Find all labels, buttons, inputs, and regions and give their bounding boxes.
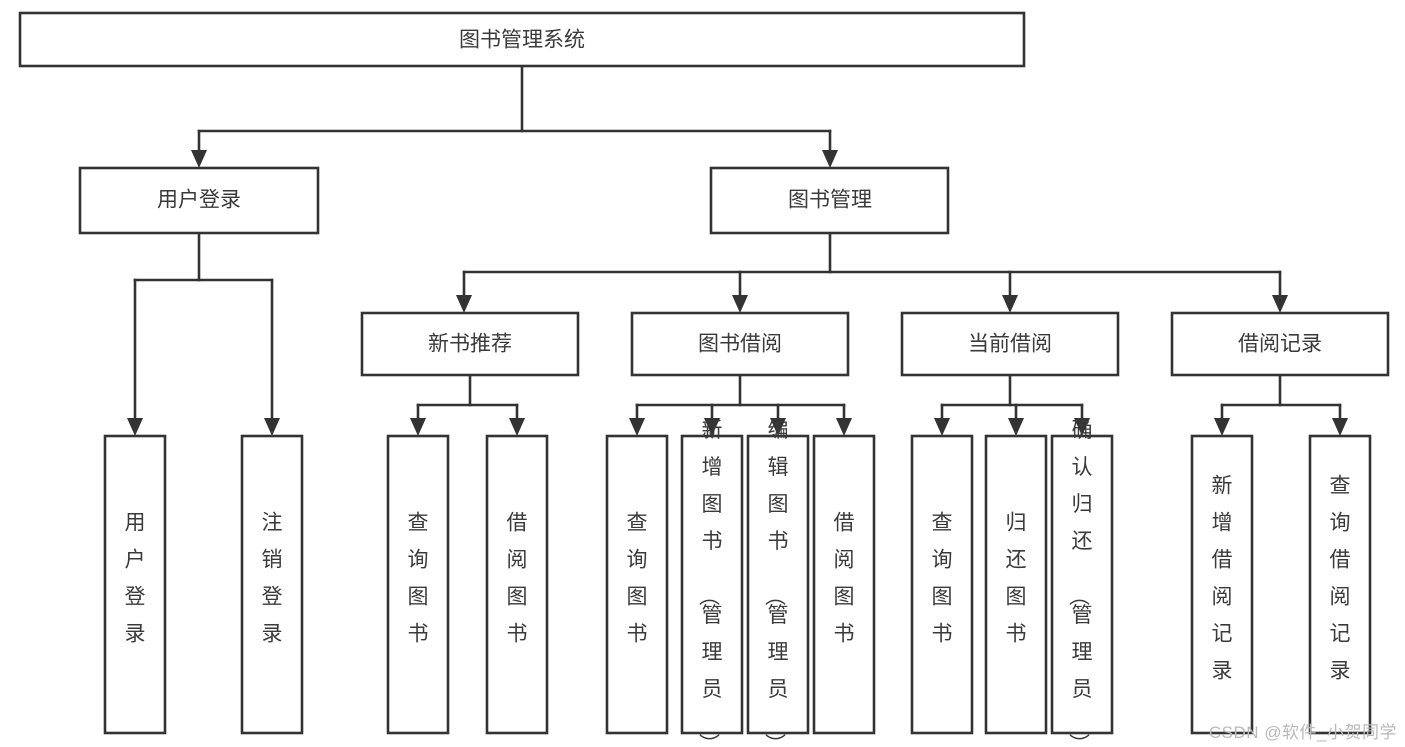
node-current-borrow-label: 当前借阅 [968, 333, 1052, 356]
node-borrow-record[interactable]: 借阅记录 [1170, 311, 1390, 377]
leaf-node-group: 用户登录 注销登录 查询图书 借阅图书 查询图书 新增图书（管理员） [103, 419, 1372, 747]
arrow-leaf-logout-login [264, 418, 280, 436]
arrow-to-user-login [191, 150, 207, 168]
arrow-new-book-rec [456, 295, 472, 313]
leaf-add-book[interactable]: 新增图书（管理员） [680, 419, 744, 747]
leaf-logout-login[interactable]: 注销登录 [240, 434, 304, 735]
node-new-book-rec[interactable]: 新书推荐 [360, 311, 580, 377]
leaf-return-book-label: 归还图书 [1006, 512, 1027, 646]
arrow-leaf-return-book [1008, 418, 1024, 436]
leaf-user-login[interactable]: 用户登录 [103, 434, 167, 735]
node-user-login-box[interactable] [78, 166, 320, 235]
arrow-leaf-user-login [127, 418, 143, 436]
arrow-leaf-query-book-2 [629, 418, 645, 436]
leaf-edit-book-label: 编辑图书（管理员） [763, 419, 789, 747]
leaf-add-book-box[interactable] [680, 434, 744, 735]
leaf-query-record-label: 查询借阅记录 [1330, 475, 1351, 683]
csdn-watermark: CSDN @软件_小贺同学 [1208, 723, 1397, 742]
leaf-borrow-book-1[interactable]: 借阅图书 [485, 434, 549, 735]
node-title-label: 图书管理系统 [459, 29, 585, 52]
leaf-borrow-book-2-box[interactable] [812, 434, 876, 735]
leaf-borrow-book-2-label: 借阅图书 [834, 512, 855, 646]
leaf-confirm-return-label: 确认归还（管理员） [1067, 419, 1093, 747]
node-book-manage-box[interactable] [709, 166, 950, 235]
arrow-to-book-manage [822, 150, 838, 168]
leaf-query-book-1-box[interactable] [386, 434, 450, 735]
node-current-borrow-box[interactable] [900, 311, 1120, 377]
leaf-query-book-2-label: 查询图书 [627, 512, 648, 646]
leaf-query-book-3-box[interactable] [910, 434, 974, 735]
arrow-leaf-query-record [1332, 418, 1348, 436]
leaf-user-login-box[interactable] [103, 434, 167, 735]
leaf-confirm-return[interactable]: 确认归还（管理员） [1050, 419, 1114, 747]
node-user-login[interactable]: 用户登录 [78, 166, 320, 235]
arrow-leaf-add-book [704, 418, 720, 436]
leaf-query-record[interactable]: 查询借阅记录 [1308, 434, 1372, 735]
node-book-borrow-box[interactable] [630, 311, 850, 377]
node-book-borrow-label: 图书借阅 [698, 333, 782, 356]
leaf-confirm-return-box[interactable] [1050, 434, 1114, 735]
node-user-login-label: 用户登录 [157, 189, 241, 212]
node-current-borrow[interactable]: 当前借阅 [900, 311, 1120, 377]
connector-layer [127, 64, 1348, 436]
leaf-query-record-box[interactable] [1308, 434, 1372, 735]
leaf-query-book-1[interactable]: 查询图书 [386, 434, 450, 735]
leaf-borrow-book-1-label: 借阅图书 [507, 512, 528, 646]
leaf-add-record-label: 新增借阅记录 [1212, 475, 1233, 683]
node-book-borrow[interactable]: 图书借阅 [630, 311, 850, 377]
leaf-query-book-3[interactable]: 查询图书 [910, 434, 974, 735]
arrow-leaf-borrow-book-1 [509, 418, 525, 436]
leaf-edit-book[interactable]: 编辑图书（管理员） [746, 419, 810, 747]
arrow-current-borrow [1002, 295, 1018, 313]
leaf-borrow-book-2[interactable]: 借阅图书 [812, 434, 876, 735]
arrow-book-borrow [732, 295, 748, 313]
node-borrow-record-box[interactable] [1170, 311, 1390, 377]
leaf-return-book[interactable]: 归还图书 [984, 434, 1048, 735]
node-new-book-rec-box[interactable] [360, 311, 580, 377]
node-title[interactable]: 图书管理系统 [18, 11, 1026, 68]
leaf-add-record-box[interactable] [1190, 434, 1254, 735]
leaf-query-book-3-label: 查询图书 [932, 512, 953, 646]
leaf-add-book-label: 新增图书（管理员） [697, 419, 723, 747]
leaf-return-book-box[interactable] [984, 434, 1048, 735]
leaf-logout-login-label: 注销登录 [262, 512, 283, 646]
node-borrow-record-label: 借阅记录 [1238, 333, 1322, 356]
node-book-manage-label: 图书管理 [788, 189, 872, 212]
node-title-box[interactable] [18, 11, 1026, 68]
node-new-book-rec-label: 新书推荐 [428, 333, 512, 356]
leaf-query-book-2[interactable]: 查询图书 [605, 434, 669, 735]
arrow-leaf-borrow-book-2 [836, 418, 852, 436]
leaf-logout-login-box[interactable] [240, 434, 304, 735]
arrow-leaf-query-book-1 [410, 418, 426, 436]
node-book-manage[interactable]: 图书管理 [709, 166, 950, 235]
leaf-edit-book-box[interactable] [746, 434, 810, 735]
arrow-leaf-edit-book [770, 418, 786, 436]
arrow-leaf-confirm-return [1074, 418, 1090, 436]
arrow-leaf-add-record [1214, 418, 1230, 436]
leaf-query-book-1-label: 查询图书 [408, 512, 429, 646]
arrow-borrow-record [1272, 295, 1288, 313]
leaf-query-book-2-box[interactable] [605, 434, 669, 735]
arrow-leaf-query-book-3 [934, 418, 950, 436]
leaf-add-record[interactable]: 新增借阅记录 [1190, 434, 1254, 735]
leaf-borrow-book-1-box[interactable] [485, 434, 549, 735]
leaf-user-login-label: 用户登录 [125, 512, 146, 646]
